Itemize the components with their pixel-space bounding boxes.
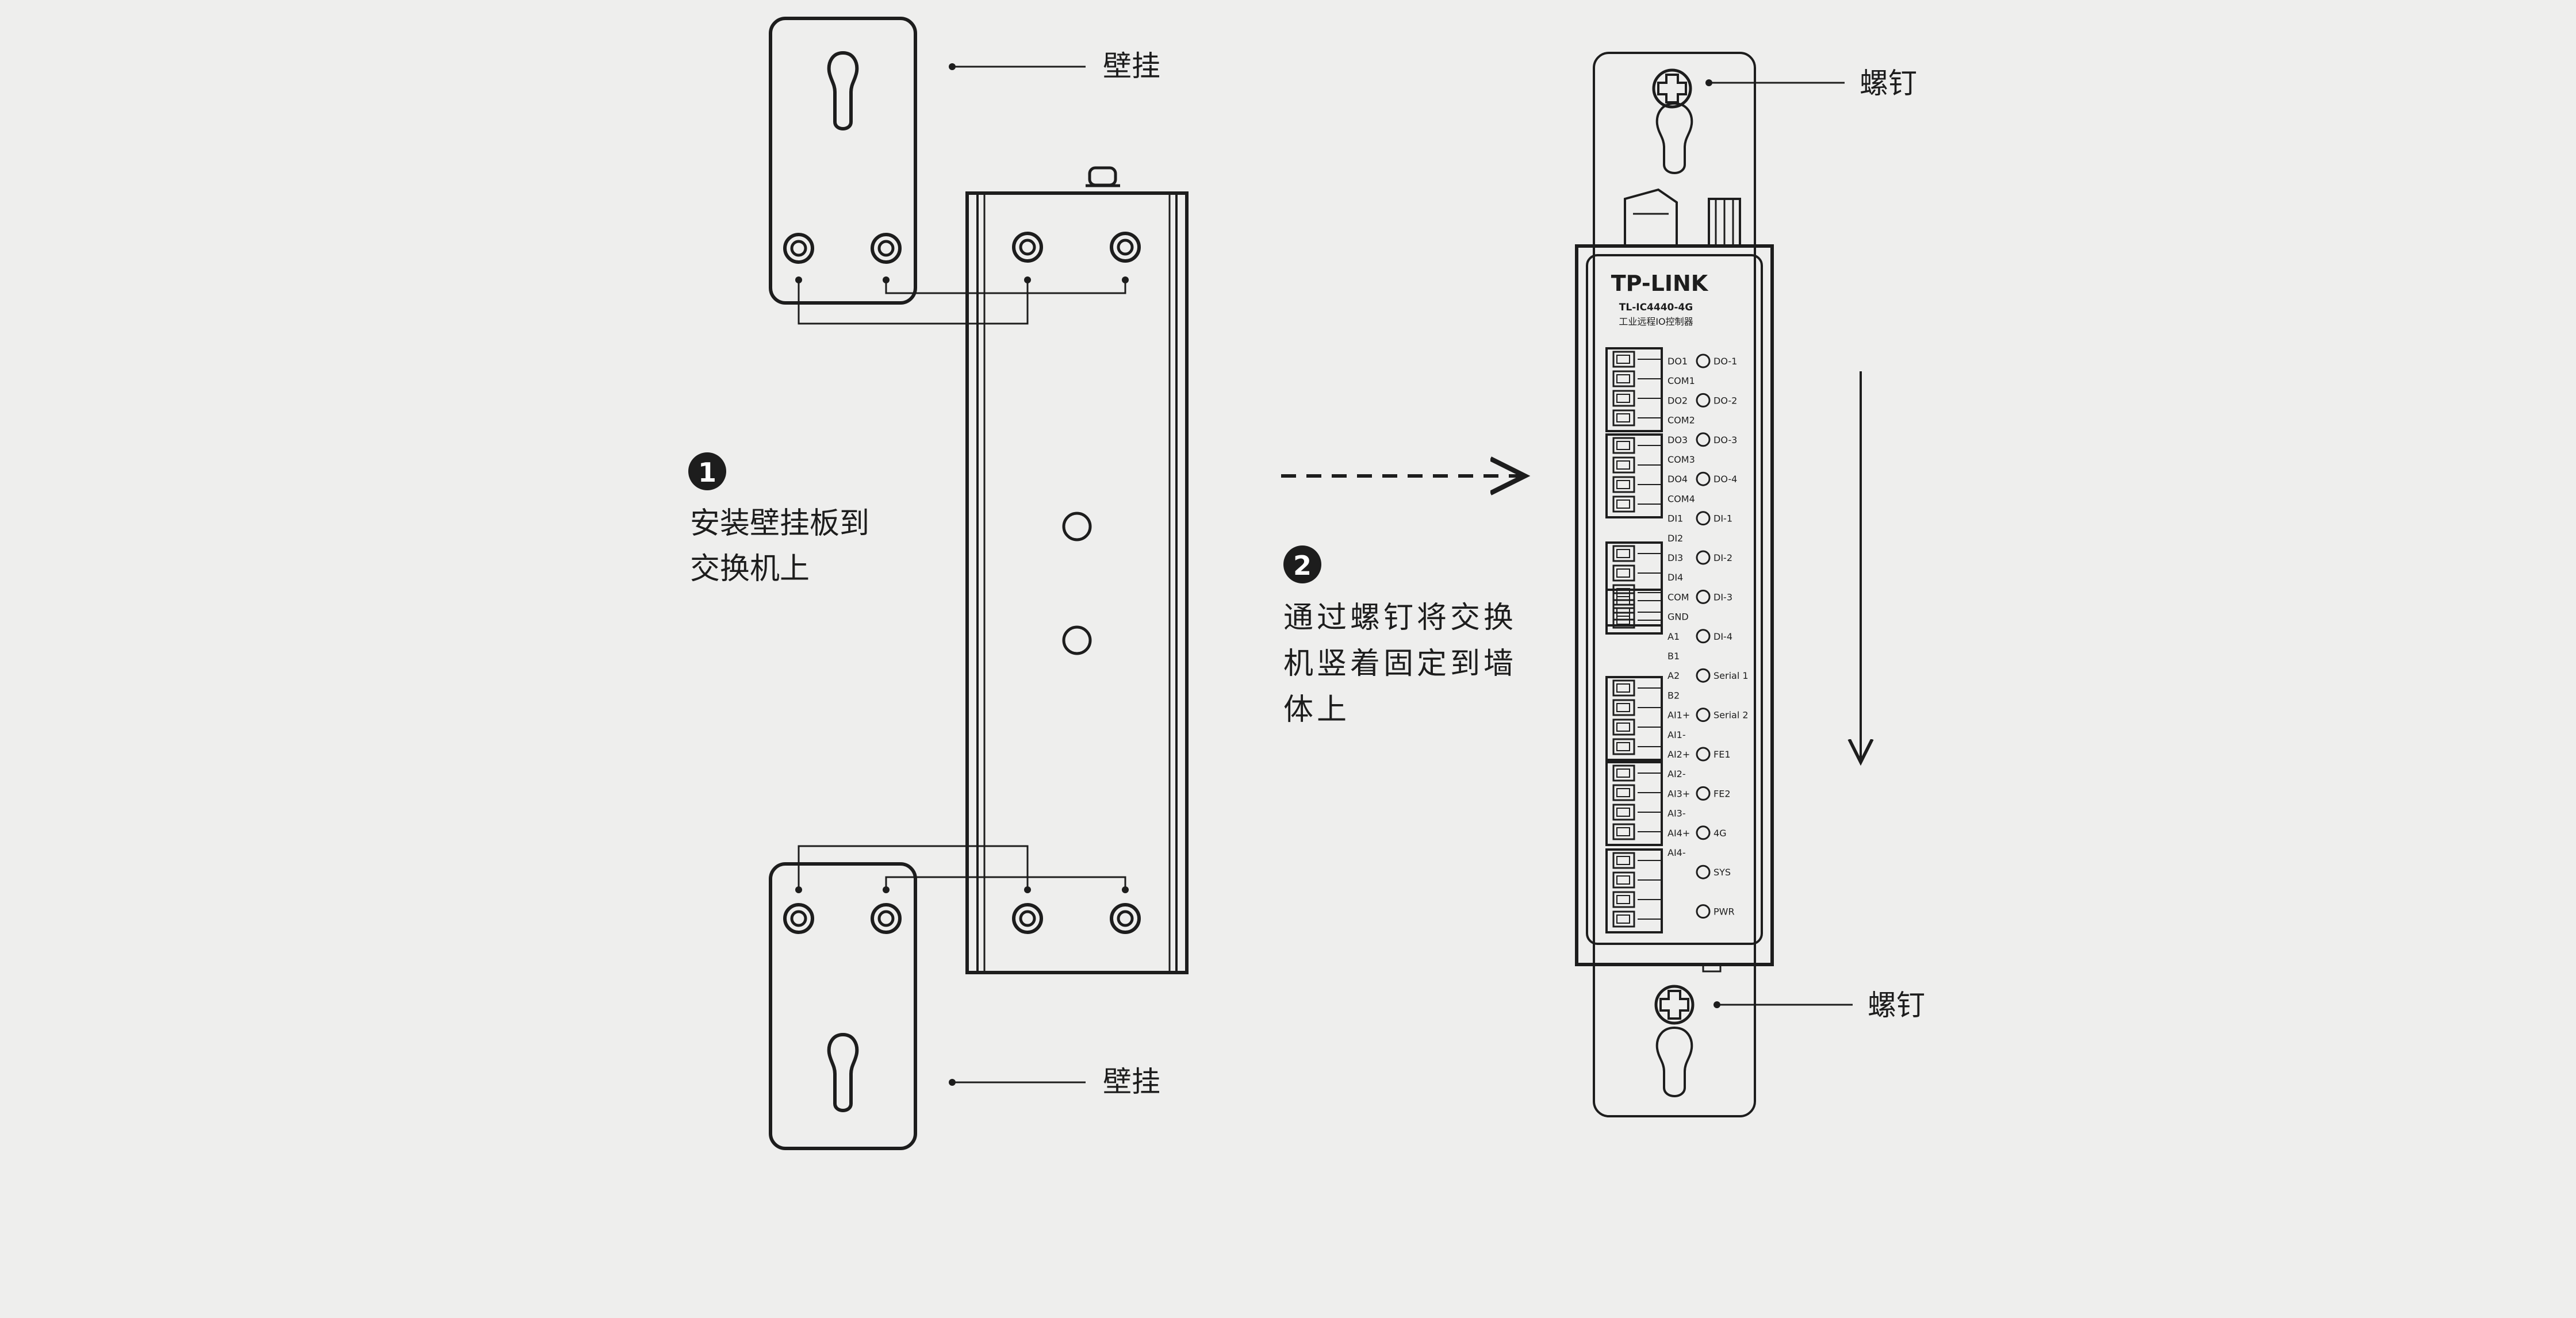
terminal-label: A2 <box>1667 670 1680 681</box>
step-1-line-1: 安装壁挂板到 <box>690 506 869 541</box>
step-1-line-2: 交换机上 <box>690 552 810 586</box>
terminal-label: AI1- <box>1667 729 1686 740</box>
led-indicator-icon <box>1696 864 1711 879</box>
wall-bracket-bottom <box>769 862 917 1150</box>
led-label: PWR <box>1713 906 1735 917</box>
alignment-dots-top <box>795 276 1129 283</box>
terminal-label: DI4 <box>1667 572 1683 583</box>
step-2: 2 通过螺钉将交换 机竖着固定到墙 体上 <box>1283 545 1517 727</box>
terminal-label: AI4+ <box>1667 828 1690 839</box>
wall-mount-label-top: 壁挂 <box>1103 49 1160 83</box>
led-label: DI-1 <box>1713 513 1732 524</box>
terminal-label: COM2 <box>1667 415 1695 426</box>
step-2-number: 2 <box>1293 550 1312 581</box>
screw-label-bottom: 螺钉 <box>1868 989 1925 1022</box>
terminal-blocks <box>1605 347 1663 933</box>
terminal-label: DO3 <box>1667 435 1688 445</box>
terminal-label: B2 <box>1667 690 1680 701</box>
led-label: DO-3 <box>1713 435 1737 445</box>
terminal-label: AI3+ <box>1667 788 1690 799</box>
led-label: DI-3 <box>1713 591 1732 602</box>
callout-screw-bottom: 螺钉 <box>1713 989 1925 1022</box>
led-indicator-icon <box>1696 668 1711 683</box>
terminal-block <box>1605 589 1663 635</box>
led-indicator-icon <box>1696 589 1711 604</box>
terminal-label: DI1 <box>1667 513 1683 524</box>
led-indicator-icon <box>1696 353 1711 368</box>
terminal-label: AI2- <box>1667 768 1686 779</box>
led-label: DO-1 <box>1713 356 1737 367</box>
terminal-block <box>1605 433 1663 518</box>
led-label: DO-4 <box>1713 474 1737 485</box>
device-subtitle: 工业远程IO控制器 <box>1619 316 1693 327</box>
screw-bottom-icon <box>1654 985 1695 1025</box>
callout-wall-mount-top: 壁挂 <box>949 49 1160 83</box>
callout-screw-top: 螺钉 <box>1705 67 1917 100</box>
step-2-line-3: 体上 <box>1283 693 1350 727</box>
terminal-block <box>1605 347 1663 432</box>
led-label: SYS <box>1713 867 1731 878</box>
screw-label-top: 螺钉 <box>1860 67 1917 100</box>
led-label: Serial 1 <box>1713 670 1749 681</box>
wall-mount-label-bottom: 壁挂 <box>1103 1065 1160 1098</box>
step-1: 1 安装壁挂板到 交换机上 <box>688 452 869 586</box>
step-1-number: 1 <box>698 457 716 488</box>
led-indicator-icon <box>1696 747 1711 762</box>
led-indicator-icon <box>1696 786 1711 801</box>
terminal-label: DI3 <box>1667 552 1683 563</box>
led-label: DI-2 <box>1713 552 1732 563</box>
terminal-label: AI3- <box>1667 808 1686 819</box>
terminal-label: COM3 <box>1667 454 1695 465</box>
terminal-label: A1 <box>1667 631 1680 642</box>
led-label: DI-4 <box>1713 631 1732 642</box>
terminal-label: DI2 <box>1667 533 1683 544</box>
led-indicator-icon <box>1696 393 1711 408</box>
device-model: TL-IC4440-4G <box>1619 302 1693 313</box>
led-indicator-icon <box>1696 629 1711 644</box>
alignment-lines-bottom <box>798 845 1126 890</box>
switch-side-view <box>965 166 1189 974</box>
terminal-block <box>1605 848 1663 933</box>
terminal-label: DO4 <box>1667 474 1688 485</box>
terminal-label: DO1 <box>1667 356 1688 367</box>
led-indicator-icon <box>1696 432 1711 447</box>
device-body <box>1575 244 1774 973</box>
terminal-label: COM4 <box>1667 493 1695 504</box>
terminal-label: COM <box>1667 591 1689 602</box>
alignment-lines-top <box>798 280 1126 325</box>
terminal-labels: DO1COM1DO2COM2DO3COM3DO4COM4DI1DI2DI3DI4… <box>1667 356 1695 858</box>
screw-top-icon <box>1652 68 1692 109</box>
terminal-label: DO2 <box>1667 395 1688 406</box>
step-2-line-2: 机竖着固定到墙 <box>1283 647 1517 681</box>
led-label: FE2 <box>1713 788 1731 799</box>
led-indicator-icon <box>1696 550 1711 565</box>
callout-wall-mount-bottom: 壁挂 <box>949 1065 1160 1098</box>
led-indicator-icon <box>1696 904 1711 919</box>
terminal-label: AI2+ <box>1667 749 1690 760</box>
led-indicator-icon <box>1696 708 1711 723</box>
terminal-label: GND <box>1667 612 1689 623</box>
alignment-dots-bottom <box>795 886 1129 893</box>
led-label: Serial 2 <box>1713 710 1749 721</box>
led-label: FE1 <box>1713 749 1731 760</box>
terminal-label: COM1 <box>1667 375 1695 386</box>
led-indicator-icon <box>1696 825 1711 840</box>
mounting-plate <box>1593 52 1756 1117</box>
brand-logo: TP-LINK <box>1611 271 1709 296</box>
terminal-label: B1 <box>1667 651 1680 662</box>
wall-bracket-top <box>769 17 917 305</box>
terminal-label: AI1+ <box>1667 710 1690 721</box>
terminal-block <box>1605 761 1663 846</box>
led-label: DO-2 <box>1713 395 1737 406</box>
terminal-block <box>1605 676 1663 761</box>
antenna-connectors <box>1624 188 1741 247</box>
terminal-label: AI4- <box>1667 847 1686 858</box>
led-indicator-icon <box>1696 511 1711 526</box>
step-2-line-1: 通过螺钉将交换 <box>1283 601 1517 635</box>
led-indicator-icon <box>1696 471 1711 486</box>
led-label: 4G <box>1713 828 1727 839</box>
